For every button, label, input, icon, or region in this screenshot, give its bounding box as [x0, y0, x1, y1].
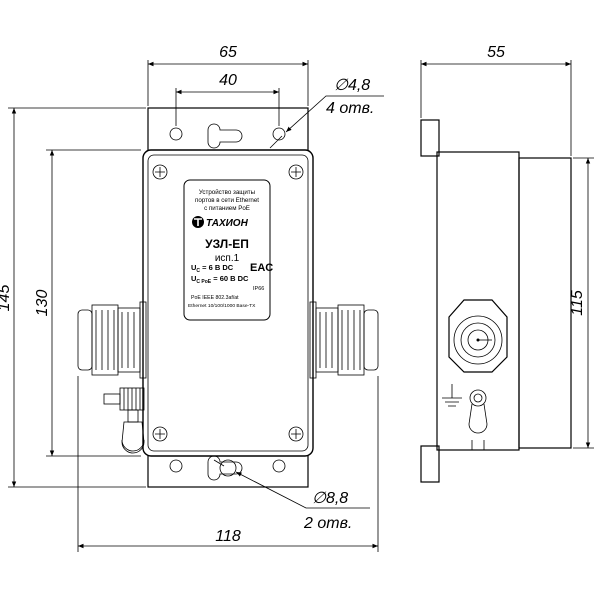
- ip-rating: IP66: [253, 286, 264, 292]
- ground-terminal: [103, 387, 145, 454]
- mounting-hole: [272, 459, 286, 473]
- enclosure-lid: [147, 154, 309, 452]
- dim-height-total: 145: [0, 285, 13, 312]
- callout-large-hole-diameter: ∅8,8: [312, 490, 348, 507]
- keyhole-slot: [207, 455, 243, 481]
- screw-icon: [288, 426, 304, 442]
- mounting-hole: [169, 459, 183, 473]
- front-view: Устройство защиты портов в сети Ethernet…: [77, 107, 379, 488]
- callout-small-hole-diameter: ∅4,8: [334, 77, 370, 94]
- brand-name: ТАХИОН: [206, 218, 249, 229]
- label-line2: портов в сети Ethernet: [195, 197, 259, 204]
- dim-overall-width: 118: [215, 528, 241, 545]
- brand-logo-icon: [192, 216, 204, 228]
- dimension-lines: [8, 60, 594, 552]
- dim-side-depth: 55: [487, 44, 505, 61]
- mounting-hole: [272, 127, 286, 141]
- side-view: [420, 119, 572, 483]
- ground-symbol-icon: [442, 384, 462, 407]
- label-line3: с питанием PoE: [204, 205, 250, 212]
- callout-small-hole-count: 4 отв.: [326, 100, 374, 117]
- screw-icon: [152, 164, 168, 180]
- ground-lug-side: [468, 389, 488, 451]
- label-line1: Устройство защиты: [199, 189, 256, 196]
- mounting-hole: [169, 127, 183, 141]
- label-standard: PoE IEEE 802.3af/at: [191, 295, 239, 301]
- dim-height-body: 130: [34, 290, 51, 317]
- screw-icon: [152, 426, 168, 442]
- side-flange-bottom: [420, 445, 440, 483]
- screw-icon: [288, 164, 304, 180]
- side-flange-top: [420, 119, 440, 157]
- callout-large-hole-count: 2 отв.: [303, 515, 352, 532]
- eac-mark: EAC: [250, 262, 273, 274]
- uc-rating: UC = 6 В DC: [191, 263, 234, 274]
- keyhole-slot: [207, 123, 243, 149]
- dim-width-total: 65: [219, 44, 237, 61]
- side-base: [436, 151, 520, 451]
- left-cable-gland: [77, 301, 147, 379]
- side-lid: [518, 157, 572, 449]
- ucpoe-rating: UC PoE = 60 В DC: [191, 274, 249, 285]
- dim-hole-spacing: 40: [219, 72, 237, 89]
- model-variant: исп.1: [215, 253, 240, 264]
- product-label: Устройство защиты портов в сети Ethernet…: [183, 179, 273, 321]
- dim-height-side: 115: [569, 290, 586, 316]
- gland-nut-side: [448, 299, 508, 373]
- large-hole: [219, 459, 237, 477]
- dimension-labels: 65 40 55 145 130 115 118 ∅4,8 4 отв. ∅8,…: [0, 44, 586, 545]
- label-ethernet: Ethernet 10/100/1000 Base-TX: [188, 303, 256, 309]
- right-cable-gland: [309, 301, 379, 379]
- model-name: УЗЛ-ЕП: [205, 237, 249, 251]
